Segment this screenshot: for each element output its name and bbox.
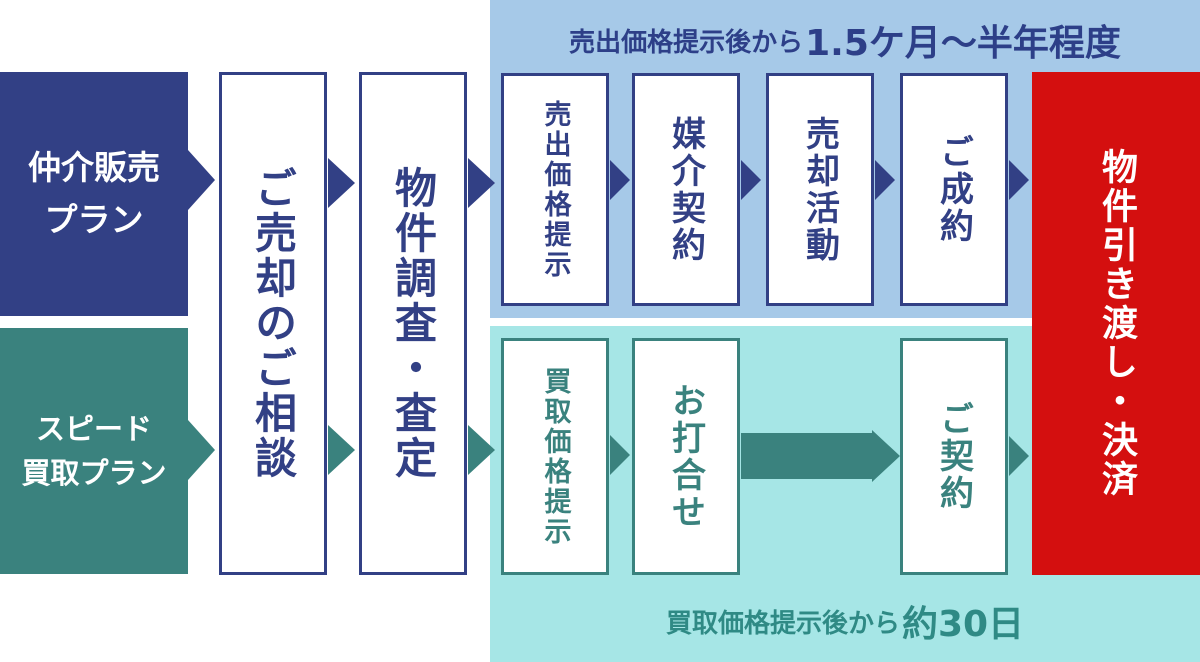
step-purchase-price: 買取価格提示 bbox=[501, 338, 609, 575]
speed-duration-prefix: 買取価格提示後から bbox=[665, 608, 900, 639]
arrow-right-icon bbox=[328, 158, 355, 208]
speed-plan-line2: 買取プラン bbox=[21, 456, 167, 490]
arrow-right-icon bbox=[468, 425, 495, 475]
step-listing-price-label: 売出価格提示 bbox=[539, 99, 571, 280]
broker-plan-line1: 仲介販売 bbox=[28, 148, 160, 187]
step-consultation-label: ご売却のご相談 bbox=[248, 166, 298, 481]
arrow-right-icon bbox=[1009, 436, 1029, 476]
speed-duration-caption: 買取価格提示後から約30日 bbox=[490, 590, 1200, 652]
arrow-right-icon bbox=[741, 160, 761, 200]
step-listing-price: 売出価格提示 bbox=[501, 73, 609, 306]
arrow-right-icon bbox=[875, 160, 895, 200]
arrow-right-icon bbox=[188, 420, 215, 480]
arrow-right-icon bbox=[328, 425, 355, 475]
broker-duration-emphasis: 1.5ケ月～半年程度 bbox=[805, 23, 1121, 64]
step-brokerage-contract: 媒介契約 bbox=[632, 73, 740, 306]
arrow-right-icon bbox=[468, 158, 495, 208]
speed-duration-emphasis: 約30日 bbox=[901, 604, 1025, 645]
step-sales-activity: 売却活動 bbox=[766, 73, 874, 306]
step-contract: ご契約 bbox=[900, 338, 1008, 575]
arrow-right-icon bbox=[1009, 160, 1029, 200]
broker-plan-label: 仲介販売 プラン bbox=[0, 72, 188, 316]
step-purchase-price-label: 買取価格提示 bbox=[539, 366, 571, 547]
broker-plan-line2: プラン bbox=[44, 200, 144, 239]
step-deal-closed: ご成約 bbox=[900, 73, 1008, 306]
step-contract-label: ご契約 bbox=[933, 401, 974, 512]
broker-duration-prefix: 売出価格提示後から bbox=[569, 27, 804, 58]
step-brokerage-contract-label: 媒介契約 bbox=[665, 115, 706, 264]
step-handover-settlement: 物件引き渡し・決済 bbox=[1032, 72, 1200, 575]
speed-plan-label: スピード 買取プラン bbox=[0, 328, 188, 574]
step-consultation: ご売却のご相談 bbox=[219, 72, 327, 575]
step-meeting: お打合せ bbox=[632, 338, 740, 575]
step-inspection: 物件調査・査定 bbox=[359, 72, 467, 575]
step-inspection-label: 物件調査・査定 bbox=[388, 166, 438, 481]
arrow-right-icon bbox=[188, 150, 215, 210]
arrow-right-icon bbox=[610, 160, 630, 200]
step-handover-settlement-label: 物件引き渡し・決済 bbox=[1096, 148, 1137, 499]
step-meeting-label: お打合せ bbox=[665, 382, 706, 531]
long-arrow-right-icon bbox=[741, 430, 900, 482]
step-deal-closed-label: ご成約 bbox=[933, 134, 974, 245]
arrow-right-icon bbox=[610, 435, 630, 475]
speed-plan-line1: スピード bbox=[35, 412, 152, 446]
step-sales-activity-label: 売却活動 bbox=[799, 115, 840, 264]
